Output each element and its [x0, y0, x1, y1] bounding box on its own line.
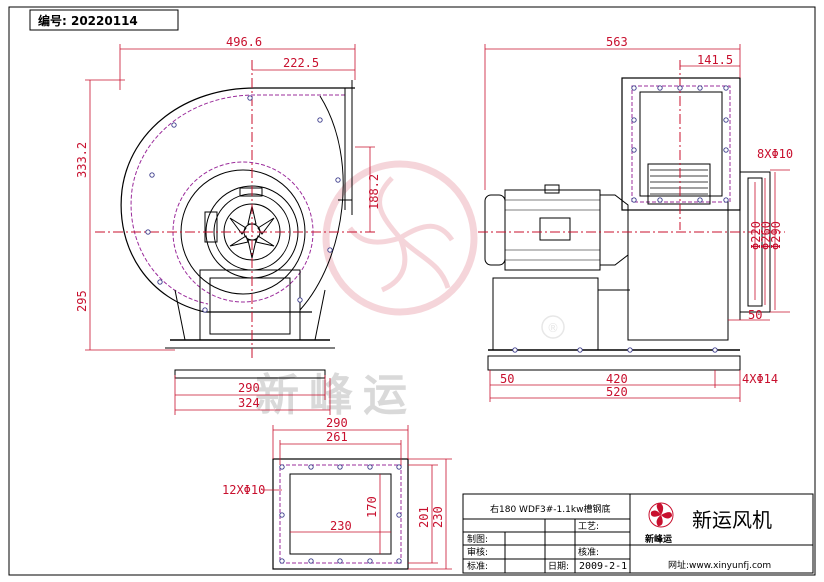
- tb-check: 核准:: [578, 546, 599, 558]
- bolt-hole: [512, 347, 518, 353]
- bolt-hole: [723, 85, 729, 91]
- brand-name: 新运风机: [692, 508, 772, 532]
- dim-front-top-overall: 496.6: [226, 35, 262, 49]
- bolt-hole: [279, 464, 285, 470]
- dim-front-outlet: 222.5: [283, 56, 319, 70]
- flange-view: [272, 458, 409, 570]
- registered-mark: ®: [547, 321, 559, 335]
- bolt-hole: [317, 117, 323, 123]
- bolt-hole: [631, 117, 637, 123]
- side-view: [478, 60, 785, 371]
- bolt-hole: [631, 197, 637, 203]
- side-dimension-lines: [484, 44, 790, 402]
- drawing-border: [8, 6, 816, 576]
- dim-side-dia-2: Φ260: [759, 221, 773, 250]
- dim-flange-inner-width: 261: [326, 430, 348, 444]
- bolt-hole: [145, 229, 151, 235]
- front-dimension-lines: [85, 44, 375, 415]
- bolt-hole: [279, 512, 285, 518]
- bolt-hole: [723, 197, 729, 203]
- watermark-logo: ®: [322, 160, 565, 339]
- dim-side-base-total: 520: [606, 385, 628, 399]
- bolt-hole: [627, 347, 633, 353]
- bolt-hole: [697, 197, 703, 203]
- dim-side-inlet-width: 50: [748, 308, 762, 322]
- dim-front-base-outer: 324: [238, 396, 260, 410]
- dim-side-dia-3: Φ290: [769, 221, 783, 250]
- bolt-hole: [657, 85, 663, 91]
- bolt-hole: [697, 85, 703, 91]
- bolt-hole: [149, 172, 155, 178]
- dim-flange-height-outer: 230: [431, 506, 445, 528]
- bolt-hole: [337, 464, 343, 470]
- dim-front-center-height: 295: [75, 290, 89, 312]
- bolt-hole: [723, 147, 729, 153]
- bolt-hole: [327, 247, 333, 253]
- front-view: [95, 60, 375, 379]
- bolt-hole: [367, 558, 373, 564]
- title-block: [462, 493, 814, 574]
- bolt-hole: [337, 558, 343, 564]
- drawing-number-box: 编号: 20220114: [29, 9, 179, 31]
- bolt-hole: [577, 347, 583, 353]
- bolt-hole: [335, 177, 341, 183]
- bolt-hole: [631, 85, 637, 91]
- dim-side-dia-1: Φ220: [749, 221, 763, 250]
- model-title: 右180 WDF3#-1.1kw槽钢底: [490, 503, 610, 515]
- tb-standard: 标准:: [467, 560, 488, 572]
- dim-flange-height-mid: 201: [417, 506, 431, 528]
- dim-side-base-mid: 420: [606, 372, 628, 386]
- bolt-hole: [712, 347, 718, 353]
- dim-flange-opening-width: 230: [330, 519, 352, 533]
- tb-craft: 工艺:: [578, 521, 599, 532]
- dim-front-outlet-height: 188.2: [367, 174, 381, 210]
- website: 网址:www.xinyunfj.com: [668, 559, 771, 571]
- bolt-hole: [297, 297, 303, 303]
- bolt-hole: [202, 307, 208, 313]
- tb-review: 审核:: [467, 546, 488, 558]
- bolt-hole: [308, 464, 314, 470]
- flange-dimension-lines: [262, 425, 452, 570]
- bolt-hole: [631, 147, 637, 153]
- dim-front-base-inner: 290: [238, 381, 260, 395]
- dim-side-top-overall: 563: [606, 35, 628, 49]
- dim-flange-opening-height: 170: [365, 496, 379, 518]
- dim-flange-outer-width: 290: [326, 416, 348, 430]
- dim-front-height: 333.2: [75, 142, 89, 178]
- company-logo: [648, 502, 674, 528]
- bolt-hole: [171, 122, 177, 128]
- bolt-hole: [157, 279, 163, 285]
- bolt-hole: [247, 95, 253, 101]
- bolt-hole: [367, 464, 373, 470]
- brand-seal: 新峰运: [645, 533, 673, 545]
- tb-drawn: 制图:: [467, 533, 488, 545]
- bolt-holes: [145, 85, 729, 564]
- tb-date-label: 日期:: [548, 561, 569, 572]
- bolt-hole: [677, 85, 683, 91]
- bolt-hole: [396, 558, 402, 564]
- bolt-hole: [308, 558, 314, 564]
- bolt-hole: [396, 512, 402, 518]
- tb-date: 2009-2-1: [579, 561, 627, 572]
- bolt-hole: [723, 117, 729, 123]
- bolt-hole: [657, 197, 663, 203]
- dim-side-base-holes: 4XΦ14: [742, 372, 778, 386]
- dim-side-holes: 8XΦ10: [757, 147, 793, 161]
- dim-flange-holes: 12XΦ10: [222, 483, 265, 497]
- bolt-hole: [279, 558, 285, 564]
- dim-side-flange-offset: 141.5: [697, 53, 733, 67]
- dim-side-base-left: 50: [500, 372, 514, 386]
- bolt-hole: [396, 464, 402, 470]
- drawing-number: 编号: 20220114: [37, 13, 138, 28]
